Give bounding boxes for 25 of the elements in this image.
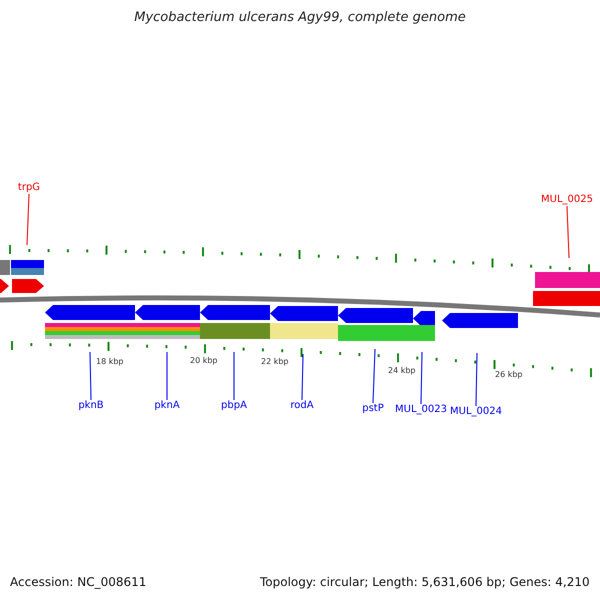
genome-info-text: Topology: circular; Length: 5,631,606 bp; Genes: 4,210	[260, 576, 590, 588]
scale-label: 24 kbp	[388, 367, 416, 375]
accession-text: Accession: NC_008611	[10, 576, 146, 588]
gene-label: pstP	[362, 404, 384, 414]
leader-line	[166, 352, 168, 400]
leader-line	[476, 352, 478, 406]
gene-label: MUL_0023	[395, 405, 447, 415]
scale-label: 18 kbp	[96, 358, 124, 366]
gene-label: pbpA	[221, 401, 247, 411]
gene-label: MUL_0025	[541, 195, 593, 205]
gene-label: pknB	[78, 401, 104, 411]
scale-label: 26 kbp	[495, 371, 523, 379]
leader-line	[372, 348, 376, 404]
leader-line	[90, 352, 92, 400]
leader-line	[420, 352, 422, 404]
gene-label: rodA	[290, 401, 314, 411]
leader-line	[26, 194, 30, 246]
scale-label: 22 kbp	[261, 358, 289, 366]
scale-label: 20 kbp	[190, 357, 218, 365]
gene-label: pknA	[154, 401, 180, 411]
map-title: Mycobacterium ulcerans Agy99, complete genome	[134, 11, 466, 24]
leader-line	[302, 354, 304, 400]
leader-line	[566, 206, 570, 258]
gene-label: MUL_0024	[450, 407, 502, 417]
gene-label: trpG	[18, 183, 40, 193]
